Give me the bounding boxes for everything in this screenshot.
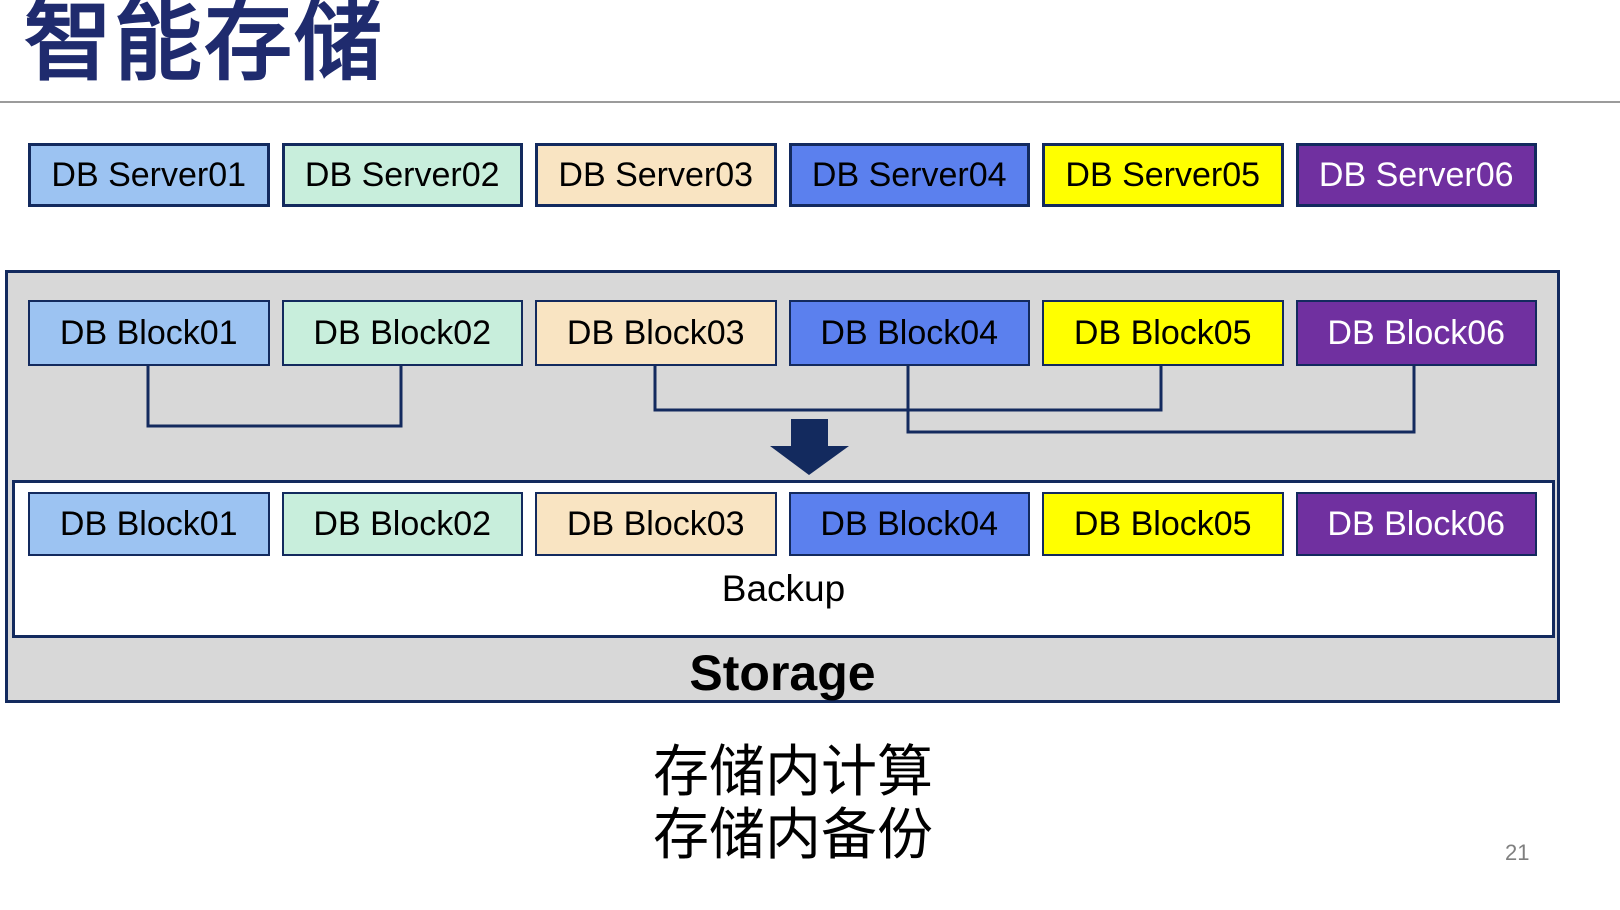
caption-line-1: 存储内计算 (653, 740, 933, 803)
db-block-bottom-01: DB Block01 (28, 492, 270, 556)
db-block-bottom-02: DB Block02 (281, 492, 523, 556)
page-title: 智能存储 (24, 0, 385, 91)
db-block-bottom-06: DB Block06 (1295, 492, 1537, 556)
db-block-top-01: DB Block01 (28, 300, 270, 366)
db-server-box-03: DB Server03 (535, 143, 777, 207)
db-server-box-05: DB Server05 (1042, 143, 1284, 207)
db-block-bottom-03: DB Block03 (535, 492, 777, 556)
db-block-top-05: DB Block05 (1042, 300, 1284, 366)
db-block-top-02: DB Block02 (281, 300, 523, 366)
db-server-box-02: DB Server02 (281, 143, 523, 207)
db-block-top-04: DB Block04 (788, 300, 1030, 366)
page-number: 21 (1505, 840, 1530, 865)
db-block-top-06: DB Block06 (1295, 300, 1537, 366)
db-block-top-03: DB Block03 (535, 300, 777, 366)
caption-text: 存储内计算 存储内备份 (653, 740, 933, 867)
db-block-bottom-04: DB Block04 (788, 492, 1030, 556)
db-server-box-06: DB Server06 (1295, 143, 1537, 207)
backup-label: Backup (721, 568, 846, 609)
caption-line-2: 存储内备份 (653, 803, 933, 867)
db-server-box-01: DB Server01 (28, 143, 270, 207)
storage-label: Storage (689, 645, 876, 701)
db-block-bottom-05: DB Block05 (1042, 492, 1284, 556)
title-divider (0, 101, 1620, 103)
db-server-box-04: DB Server04 (788, 143, 1030, 207)
